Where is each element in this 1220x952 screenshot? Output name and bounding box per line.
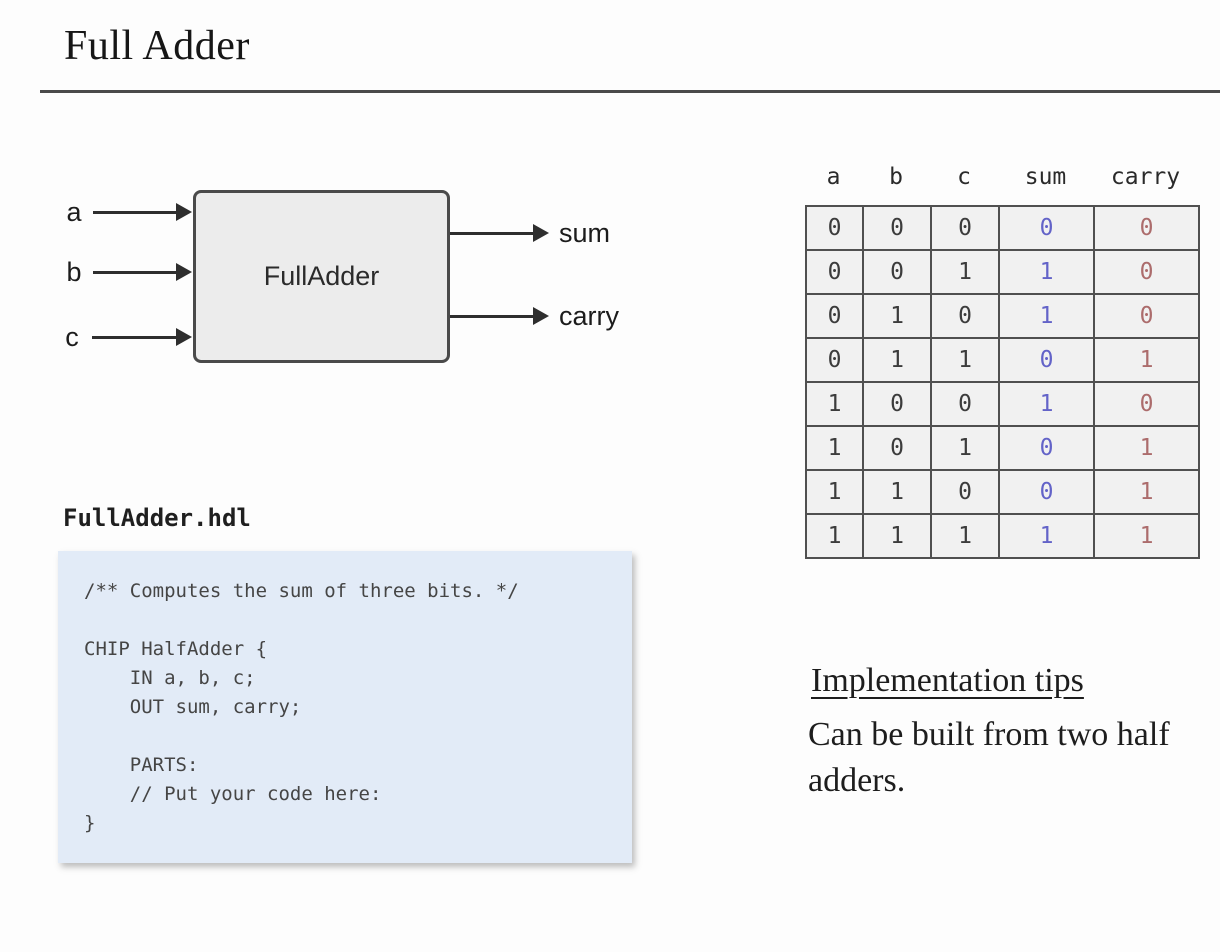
truth-table-cell: 0 [862, 381, 932, 427]
truth-table-cell: 1 [805, 469, 864, 515]
code-panel: /** Computes the sum of three bits. */ C… [58, 551, 632, 863]
truth-table-cell: 1 [805, 381, 864, 427]
truth-table-row: 0 0 1 1 0 [805, 249, 1200, 295]
truth-table-cell: 0 [998, 469, 1095, 515]
code-line: } [84, 812, 96, 834]
chip-label: FullAdder [263, 261, 380, 291]
implementation-tips-heading: Implementation tips [811, 662, 1084, 699]
truth-table-cell: 1 [862, 293, 932, 339]
truth-table-cell: 0 [862, 249, 932, 295]
truth-table-cell: 0 [805, 249, 864, 295]
truth-table-cell: 0 [1093, 293, 1200, 339]
truth-table-cell: 0 [805, 293, 864, 339]
truth-table: 0 0 0 0 0 0 0 1 1 0 0 1 0 1 [805, 205, 1200, 559]
truth-table-header-b: b [889, 164, 903, 190]
truth-table-cell: 0 [998, 425, 1095, 471]
truth-table-cell: 0 [930, 469, 1000, 515]
truth-table-cell: 1 [862, 469, 932, 515]
code-line [84, 606, 622, 635]
code-line: PARTS: [84, 754, 199, 776]
implementation-tips-line2: adders. [808, 762, 906, 799]
truth-table-row: 1 0 0 1 0 [805, 381, 1200, 427]
truth-table-cell: 0 [1093, 381, 1200, 427]
truth-table-cell: 1 [862, 337, 932, 383]
input-label-a: a [66, 197, 82, 227]
truth-table-cell: 0 [1093, 249, 1200, 295]
truth-table-cell: 1 [998, 249, 1095, 295]
truth-table-cell: 1 [998, 513, 1095, 559]
hdl-filename-label: FullAdder.hdl [63, 504, 251, 532]
code-line: /** Computes the sum of three bits. */ [84, 580, 519, 602]
truth-table-row: 1 0 1 0 1 [805, 425, 1200, 471]
code-line: CHIP HalfAdder { [84, 638, 268, 660]
output-label-carry: carry [559, 301, 619, 331]
input-label-c: c [65, 322, 79, 352]
truth-table-cell: 0 [862, 425, 932, 471]
truth-table-cell: 1 [862, 513, 932, 559]
chip-box: FullAdder [193, 190, 450, 363]
truth-table-cell: 1 [805, 513, 864, 559]
truth-table-cell: 1 [805, 425, 864, 471]
truth-table-cell: 0 [805, 337, 864, 383]
truth-table-cell: 1 [930, 337, 1000, 383]
truth-table-cell: 0 [1093, 205, 1200, 251]
truth-table-cell: 0 [805, 205, 864, 251]
truth-table-cell: 1 [1093, 469, 1200, 515]
implementation-tips-line1: Can be built from two half [808, 716, 1170, 753]
truth-table-cell: 0 [930, 205, 1000, 251]
truth-table-cell: 0 [998, 337, 1095, 383]
output-label-sum: sum [559, 218, 611, 248]
truth-table-row: 0 1 0 1 0 [805, 293, 1200, 339]
truth-table-cell: 1 [930, 513, 1000, 559]
truth-table-row: 1 1 0 0 1 [805, 469, 1200, 515]
truth-table-cell: 0 [862, 205, 932, 251]
truth-table-cell: 0 [930, 381, 1000, 427]
code-line: // Put your code here: [84, 783, 382, 805]
truth-table-row: 0 1 1 0 1 [805, 337, 1200, 383]
truth-table-cell: 1 [930, 425, 1000, 471]
truth-table-cell: 0 [930, 293, 1000, 339]
truth-table-cell: 0 [998, 205, 1095, 251]
code-line [84, 722, 622, 751]
truth-table-cell: 1 [1093, 513, 1200, 559]
truth-table-header-carry: carry [1110, 164, 1181, 190]
truth-table-cell: 1 [1093, 337, 1200, 383]
truth-table-cell: 1 [1093, 425, 1200, 471]
code-line: OUT sum, carry; [84, 696, 302, 718]
truth-table-cell: 1 [930, 249, 1000, 295]
truth-table-cell: 1 [998, 293, 1095, 339]
slide-title: Full Adder [64, 23, 250, 69]
code-line: IN a, b, c; [84, 667, 256, 689]
title-divider [40, 90, 1220, 93]
truth-table-header-c: c [957, 164, 971, 190]
truth-table-header-a: a [826, 164, 841, 190]
input-label-b: b [66, 257, 82, 287]
truth-table-cell: 1 [998, 381, 1095, 427]
truth-table-header-row: a b c sum carry [805, 164, 1198, 190]
truth-table-header-sum: sum [1024, 164, 1067, 190]
truth-table-row: 0 0 0 0 0 [805, 205, 1200, 251]
truth-table-row: 1 1 1 1 1 [805, 513, 1200, 559]
